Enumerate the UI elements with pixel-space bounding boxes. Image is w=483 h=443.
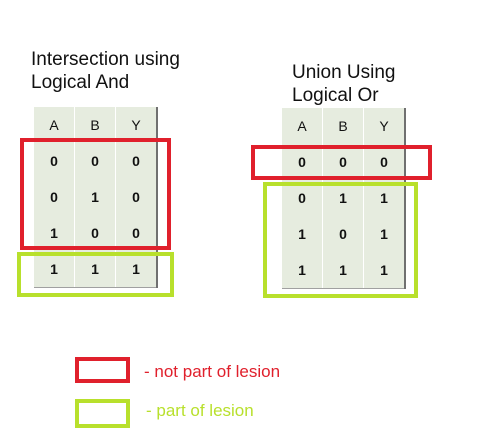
table-cell: 0 [363, 144, 406, 180]
table-cell: 0 [74, 143, 116, 179]
intersection-lesion-frame [17, 252, 174, 297]
table-row: 1 0 0 [34, 215, 158, 251]
legend-not-lesion-label: - not part of lesion [144, 362, 281, 381]
union-truth-table: A B Y 0 0 0 0 1 1 1 0 1 1 1 1 [282, 108, 406, 289]
legend-lesion-swatch [75, 399, 130, 428]
intersection-title-line1: Intersection using [31, 49, 180, 70]
table-cell: 0 [74, 215, 116, 251]
table-header-row: A B Y [34, 107, 158, 143]
legend-not-lesion-swatch [75, 357, 130, 383]
table-cell: 0 [298, 154, 306, 170]
column-header-y: Y [363, 108, 406, 144]
table-cell: 1 [298, 226, 306, 242]
column-header-y: Y [115, 107, 158, 143]
table-cell: 1 [363, 180, 406, 216]
table-cell: 1 [34, 251, 75, 288]
table-cell: 0 [322, 144, 364, 180]
column-header-a: A [49, 117, 59, 133]
table-cell: 0 [115, 215, 158, 251]
column-header-a: A [297, 118, 307, 134]
table-cell: 0 [322, 216, 364, 252]
table-row: 1 1 1 [282, 252, 406, 289]
table-header-row: A B Y [282, 108, 406, 144]
table-cell: 0 [115, 179, 158, 215]
table-cell: 1 [282, 252, 323, 289]
table-cell: 0 [298, 190, 306, 206]
table-row: 1 1 1 [34, 251, 158, 288]
union-lesion-frame [263, 182, 418, 298]
table-cell: 1 [322, 180, 364, 216]
table-row: 0 1 0 [34, 179, 158, 215]
table-cell: 1 [74, 179, 116, 215]
union-title-line2: Logical Or [292, 85, 379, 106]
intersection-title: Intersection using Logical And [31, 48, 180, 94]
union-title-line1: Union Using [292, 62, 396, 83]
table-cell: 0 [50, 189, 58, 205]
table-cell: 1 [322, 252, 364, 289]
table-row: 0 0 0 [34, 143, 158, 179]
union-title: Union Using Logical Or [292, 61, 396, 107]
column-header-b: B [74, 107, 116, 143]
union-not-lesion-frame [251, 145, 432, 180]
table-row: 0 1 1 [282, 180, 406, 216]
table-cell: 1 [50, 225, 58, 241]
table-cell: 1 [363, 252, 406, 289]
legend-lesion-label: - part of lesion [146, 401, 254, 420]
table-row: 0 0 0 [282, 144, 406, 180]
table-cell: 0 [50, 153, 58, 169]
table-cell: 0 [115, 143, 158, 179]
column-header-b: B [322, 108, 364, 144]
table-row: 1 0 1 [282, 216, 406, 252]
table-cell: 1 [363, 216, 406, 252]
intersection-not-lesion-frame [20, 138, 171, 250]
table-cell: 1 [74, 251, 116, 288]
intersection-title-line2: Logical And [31, 72, 130, 93]
intersection-truth-table: A B Y 0 0 0 0 1 0 1 0 0 1 1 1 [34, 107, 158, 288]
table-cell: 1 [115, 251, 158, 288]
